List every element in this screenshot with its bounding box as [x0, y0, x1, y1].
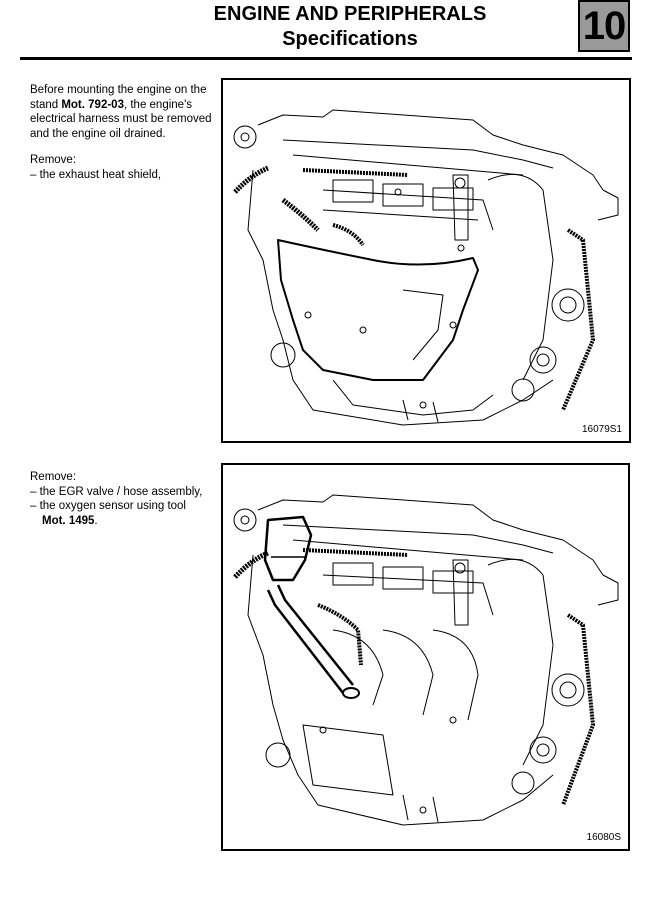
header-divider	[20, 57, 632, 60]
page-title: ENGINE AND PERIPHERALS	[213, 3, 487, 25]
remove-label: Remove:	[30, 471, 77, 483]
page-subtitle: Specifications	[282, 28, 418, 50]
engine-illustration-egr-valve	[233, 494, 619, 826]
figure-reference-code: 16079S1	[581, 424, 622, 435]
intro-text: Before mounting the engine on the stand	[30, 84, 207, 111]
figure-frame-1: 16079S1	[221, 78, 631, 443]
instruction-block-2: Remove: – the EGR valve / hose assembly,…	[30, 470, 220, 528]
section-number-badge: 10	[578, 0, 630, 52]
intro-text-continued: , the engine's electrical harness must b…	[30, 98, 212, 140]
remove-item: – the oxygen sensor using tool	[30, 500, 186, 513]
engine-illustration-heat-shield	[233, 109, 619, 426]
remove-item: – the exhaust heat shield,	[30, 168, 162, 181]
tool-line: Mot. 1495.	[30, 514, 220, 529]
instruction-block-1: Before mounting the engine on the stand …	[30, 83, 220, 183]
punctuation: .	[94, 514, 98, 527]
figure-reference-code: 16080S	[586, 832, 621, 843]
figure-frame-2: 16080S	[221, 463, 630, 851]
tool-reference: Mot. 1495	[42, 514, 95, 527]
remove-label: Remove:	[30, 154, 77, 167]
remove-item: – the EGR valve / hose assembly,	[30, 485, 203, 498]
tool-reference: Mot. 792-03	[61, 98, 124, 111]
intro-paragraph: Before mounting the engine on the stand …	[30, 83, 220, 141]
